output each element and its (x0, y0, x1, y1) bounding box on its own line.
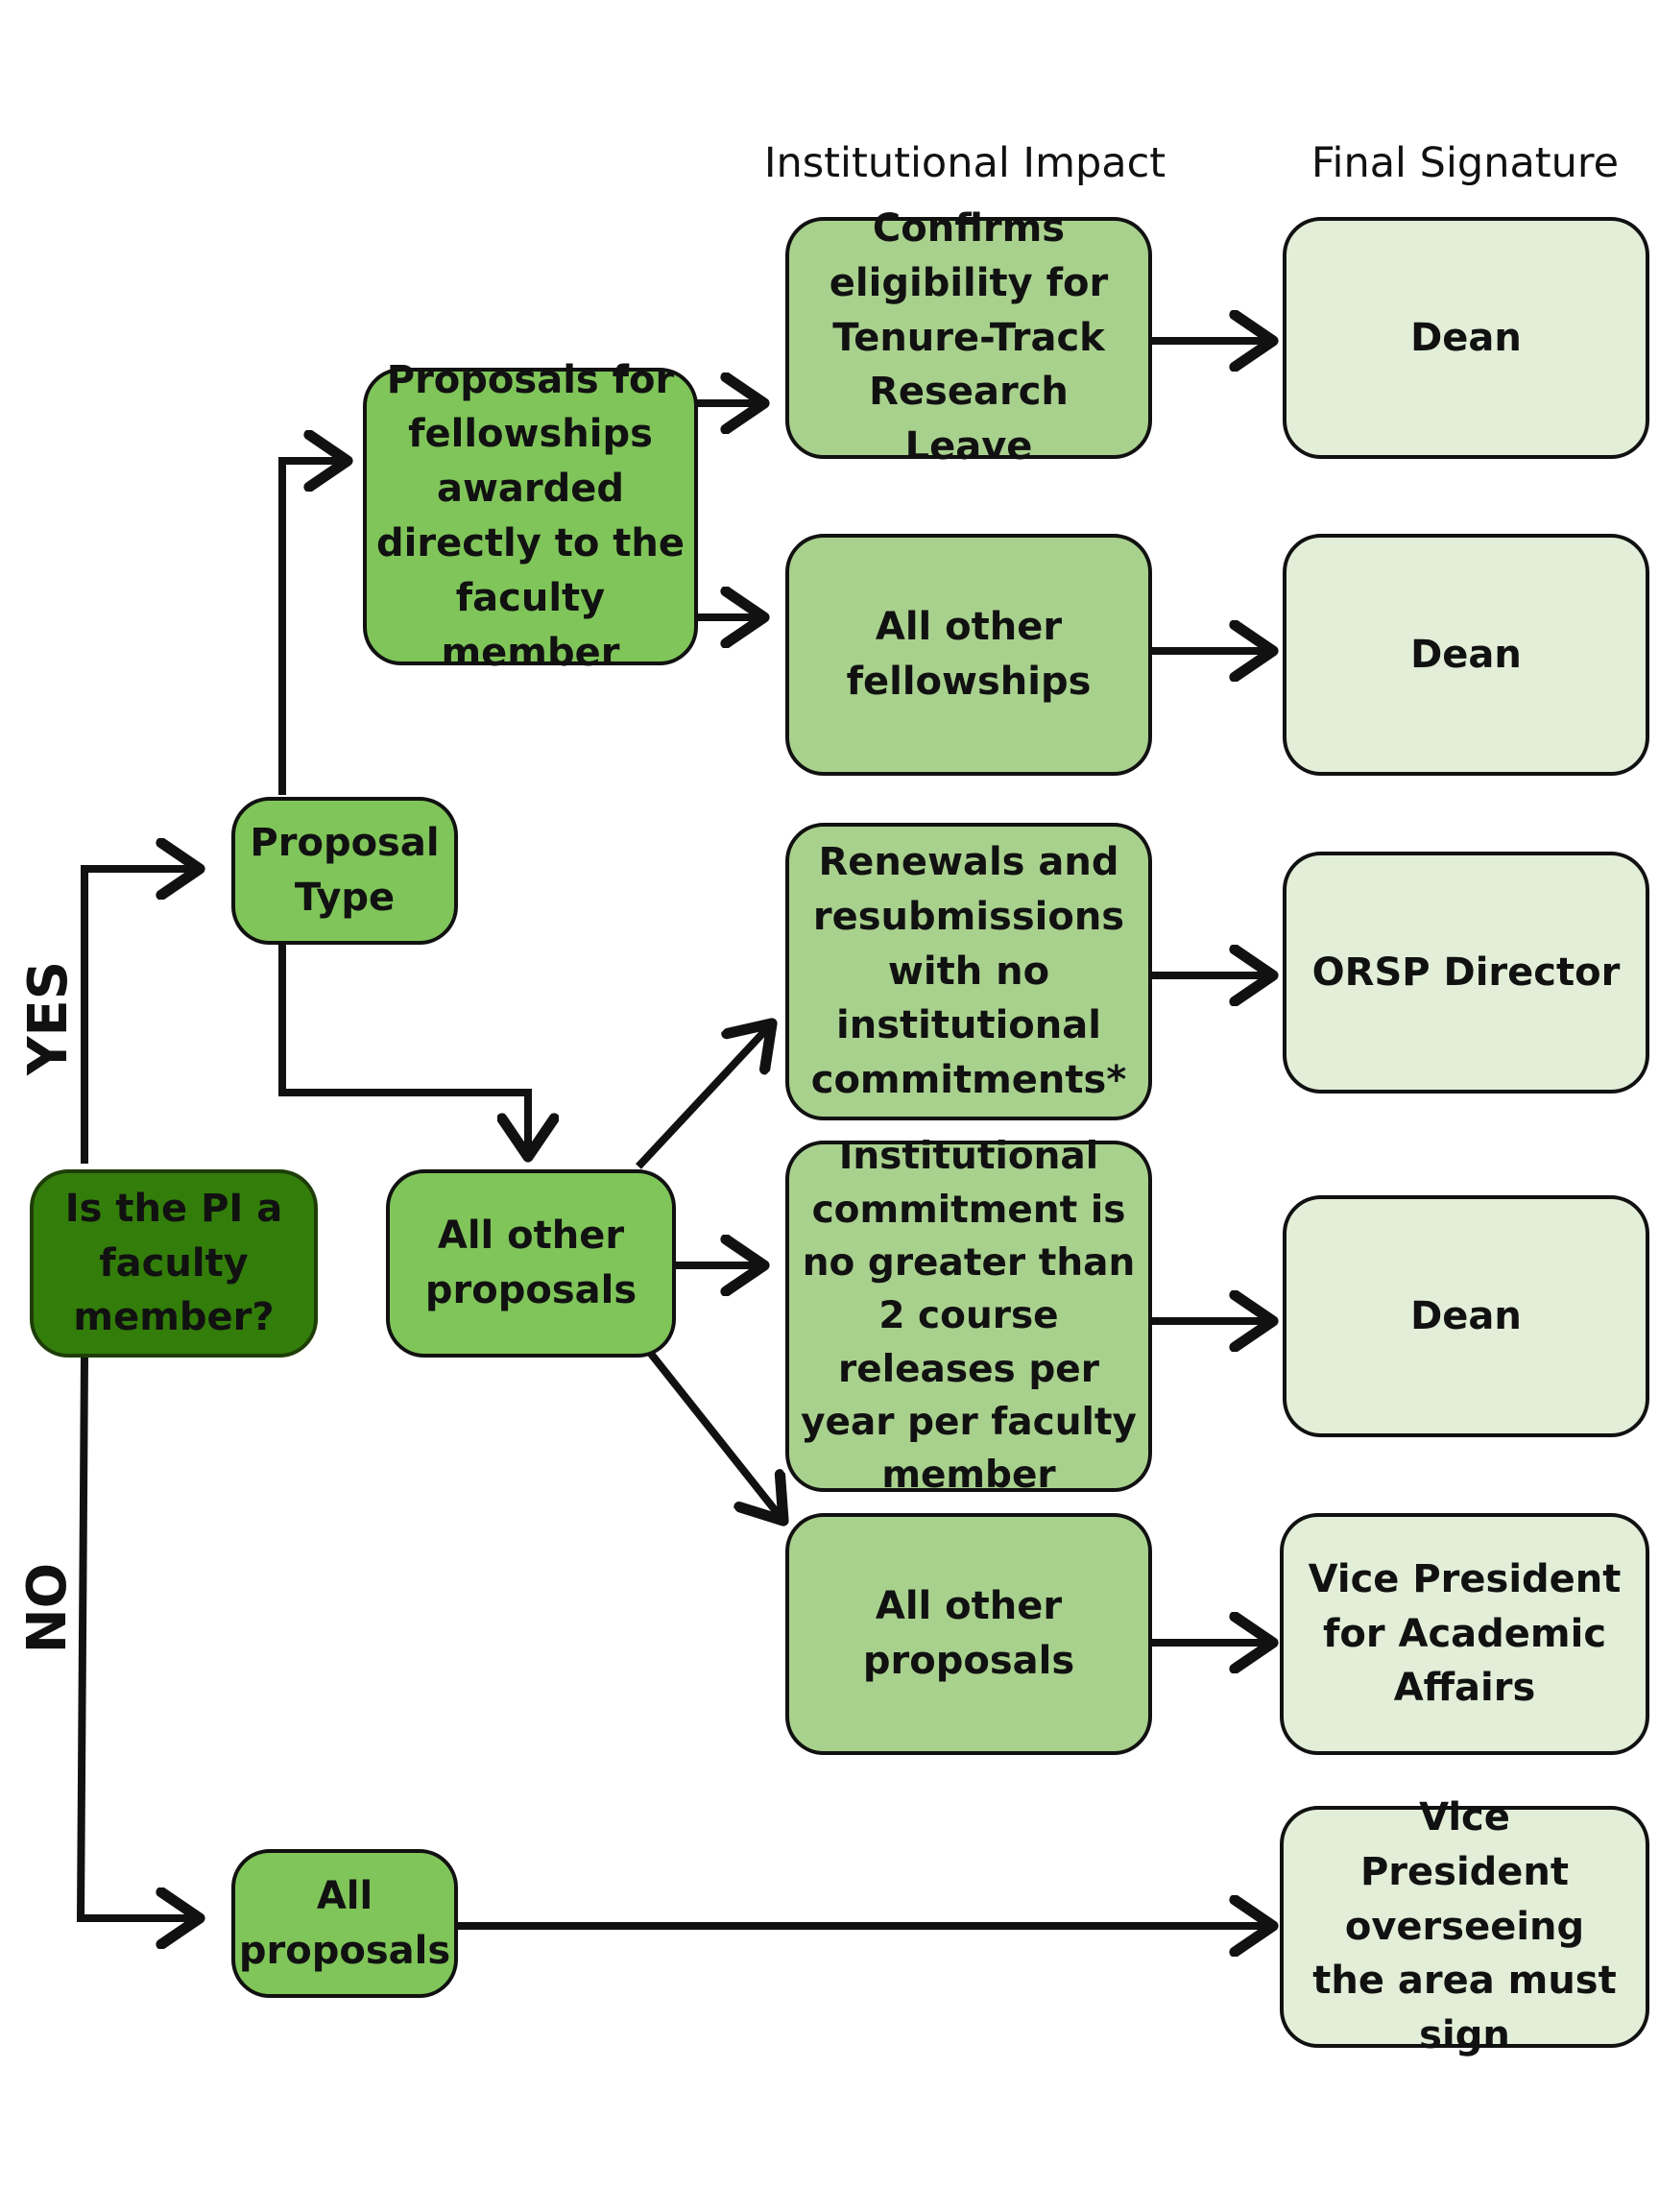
node-signature-dean-2: Dean (1283, 534, 1649, 776)
node-signature-dean-2-text: Dean (1410, 632, 1522, 677)
node-impact-renewals: Renewals and resubmissions with no insti… (785, 823, 1152, 1120)
node-proposal-type-text: Proposal Type (250, 821, 440, 920)
node-impact-other-fellowships: All other fellowships (785, 534, 1152, 776)
node-is-pi-faculty: Is the PI a faculty member? (30, 1169, 318, 1358)
node-signature-vp-area-text: Vice President overseeing the area must … (1312, 1795, 1617, 2058)
node-signature-dean-1-text: Dean (1410, 315, 1522, 360)
node-impact-other-proposals-text: All other proposals (862, 1584, 1075, 1683)
node-signature-orsp-director: ORSP Director (1283, 852, 1649, 1094)
node-impact-renewals-text: Renewals and resubmissions with no insti… (810, 840, 1127, 1103)
node-impact-tenure-leave: Confirms eligibility for Tenure-Track Re… (785, 206, 1152, 469)
node-signature-vpaa-text: Vice President for Academic Affairs (1308, 1556, 1622, 1711)
node-signature-dean-1: Dean (1283, 217, 1649, 459)
connector-no (76, 1355, 200, 1918)
node-signature-vpaa: Vice President for Academic Affairs (1280, 1513, 1649, 1755)
node-signature-orsp-director-text: ORSP Director (1311, 950, 1621, 995)
node-proposal-type: Proposal Type (231, 797, 458, 945)
node-impact-tenure-leave-text: Confirms eligibility for Tenure-Track Re… (829, 206, 1109, 469)
connector-type-to-other (278, 943, 528, 1157)
connector-type-to-fellowships (278, 461, 348, 795)
node-impact-other-fellowships-text: All other fellowships (846, 605, 1092, 704)
node-signature-dean-3: Dean (1283, 1195, 1649, 1437)
node-signature-vp-area: Vice President overseeing the area must … (1280, 1795, 1649, 2057)
node-all-other-proposals: All other proposals (386, 1169, 676, 1358)
header-final-signature: Final Signature (1310, 139, 1620, 187)
node-all-other-proposals-text: All other proposals (424, 1214, 637, 1312)
node-all-proposals-text: All proposals (238, 1873, 451, 1973)
label-yes: YES (17, 960, 80, 1075)
connector-yes (81, 869, 200, 1164)
node-fellowships: Proposals for fellowships awarded direct… (363, 358, 698, 675)
node-signature-dean-3-text: Dean (1410, 1293, 1522, 1338)
header-institutional-impact: Institutional Impact (763, 139, 1166, 187)
node-is-pi-faculty-text: Is the PI a faculty member? (64, 1186, 283, 1340)
connector-other-to-other-proposals (647, 1351, 783, 1521)
node-fellowships-text: Proposals for fellowships awarded direct… (376, 357, 685, 675)
node-impact-other-proposals: All other proposals (785, 1513, 1152, 1755)
label-no: NO (16, 1562, 79, 1654)
node-all-proposals: All proposals (231, 1849, 458, 1998)
node-impact-course-releases-text: Institutional commitment is no greater t… (801, 1135, 1137, 1498)
node-impact-course-releases: Institutional commitment is no greater t… (785, 1135, 1152, 1497)
connector-other-to-renewals (636, 1023, 772, 1169)
